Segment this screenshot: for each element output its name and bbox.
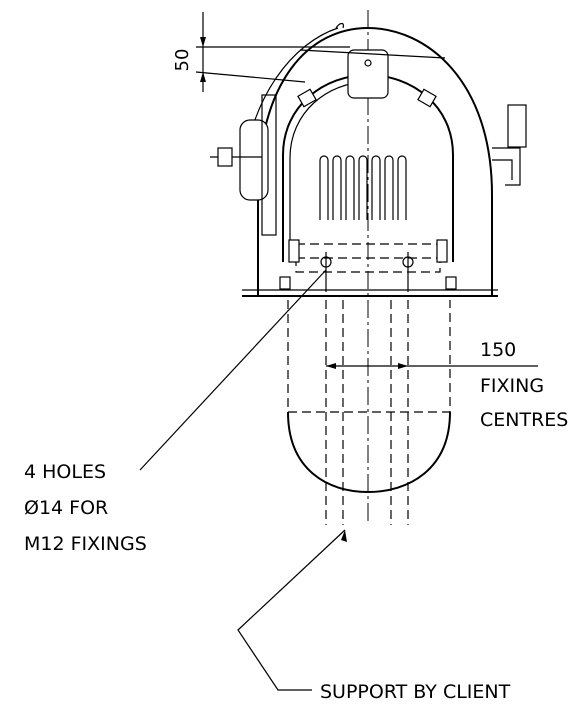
dim-150-label: 150: [480, 339, 516, 361]
plate-bracket-left: [288, 239, 300, 263]
bowl-base: [287, 411, 451, 494]
right-gland-pipe: [492, 147, 521, 186]
bowl-upper: [287, 300, 451, 413]
holes-label-3: M12 FIXINGS: [24, 533, 147, 555]
dim-50-label: 50: [172, 49, 193, 72]
holes-label-1: 4 HOLES: [24, 461, 106, 483]
support-label: SUPPORT BY CLIENT: [320, 681, 511, 703]
centres-label: CENTRES: [480, 409, 568, 431]
top-bar: [299, 49, 446, 59]
fixing-right: [417, 88, 437, 108]
fixing-label: FIXING: [480, 375, 544, 397]
hood-hook: [335, 22, 345, 29]
left-side-plate: [261, 94, 277, 236]
fixing-left: [297, 88, 317, 108]
top-cap-bolt: [364, 59, 372, 67]
flange-bolt-right: [445, 276, 457, 290]
dimension-50: 50: [172, 12, 350, 92]
dimension-150: 150 FIXING CENTRES: [326, 339, 568, 431]
top-cap: [347, 49, 389, 99]
holes-callout: 4 HOLES Ø14 FOR M12 FIXINGS: [24, 269, 327, 555]
vent-slots: [319, 155, 407, 220]
support-callout: SUPPORT BY CLIENT: [237, 529, 511, 703]
right-gland-top: [507, 104, 527, 148]
left-nut: [217, 147, 233, 167]
left-bracket: [239, 119, 269, 201]
plate-bracket-right: [436, 239, 448, 263]
flange-bolt-left: [279, 276, 291, 290]
holes-label-2: Ø14 FOR: [24, 497, 108, 519]
inner-body-liner: [289, 81, 369, 258]
outer-hood-outline: [257, 26, 493, 295]
